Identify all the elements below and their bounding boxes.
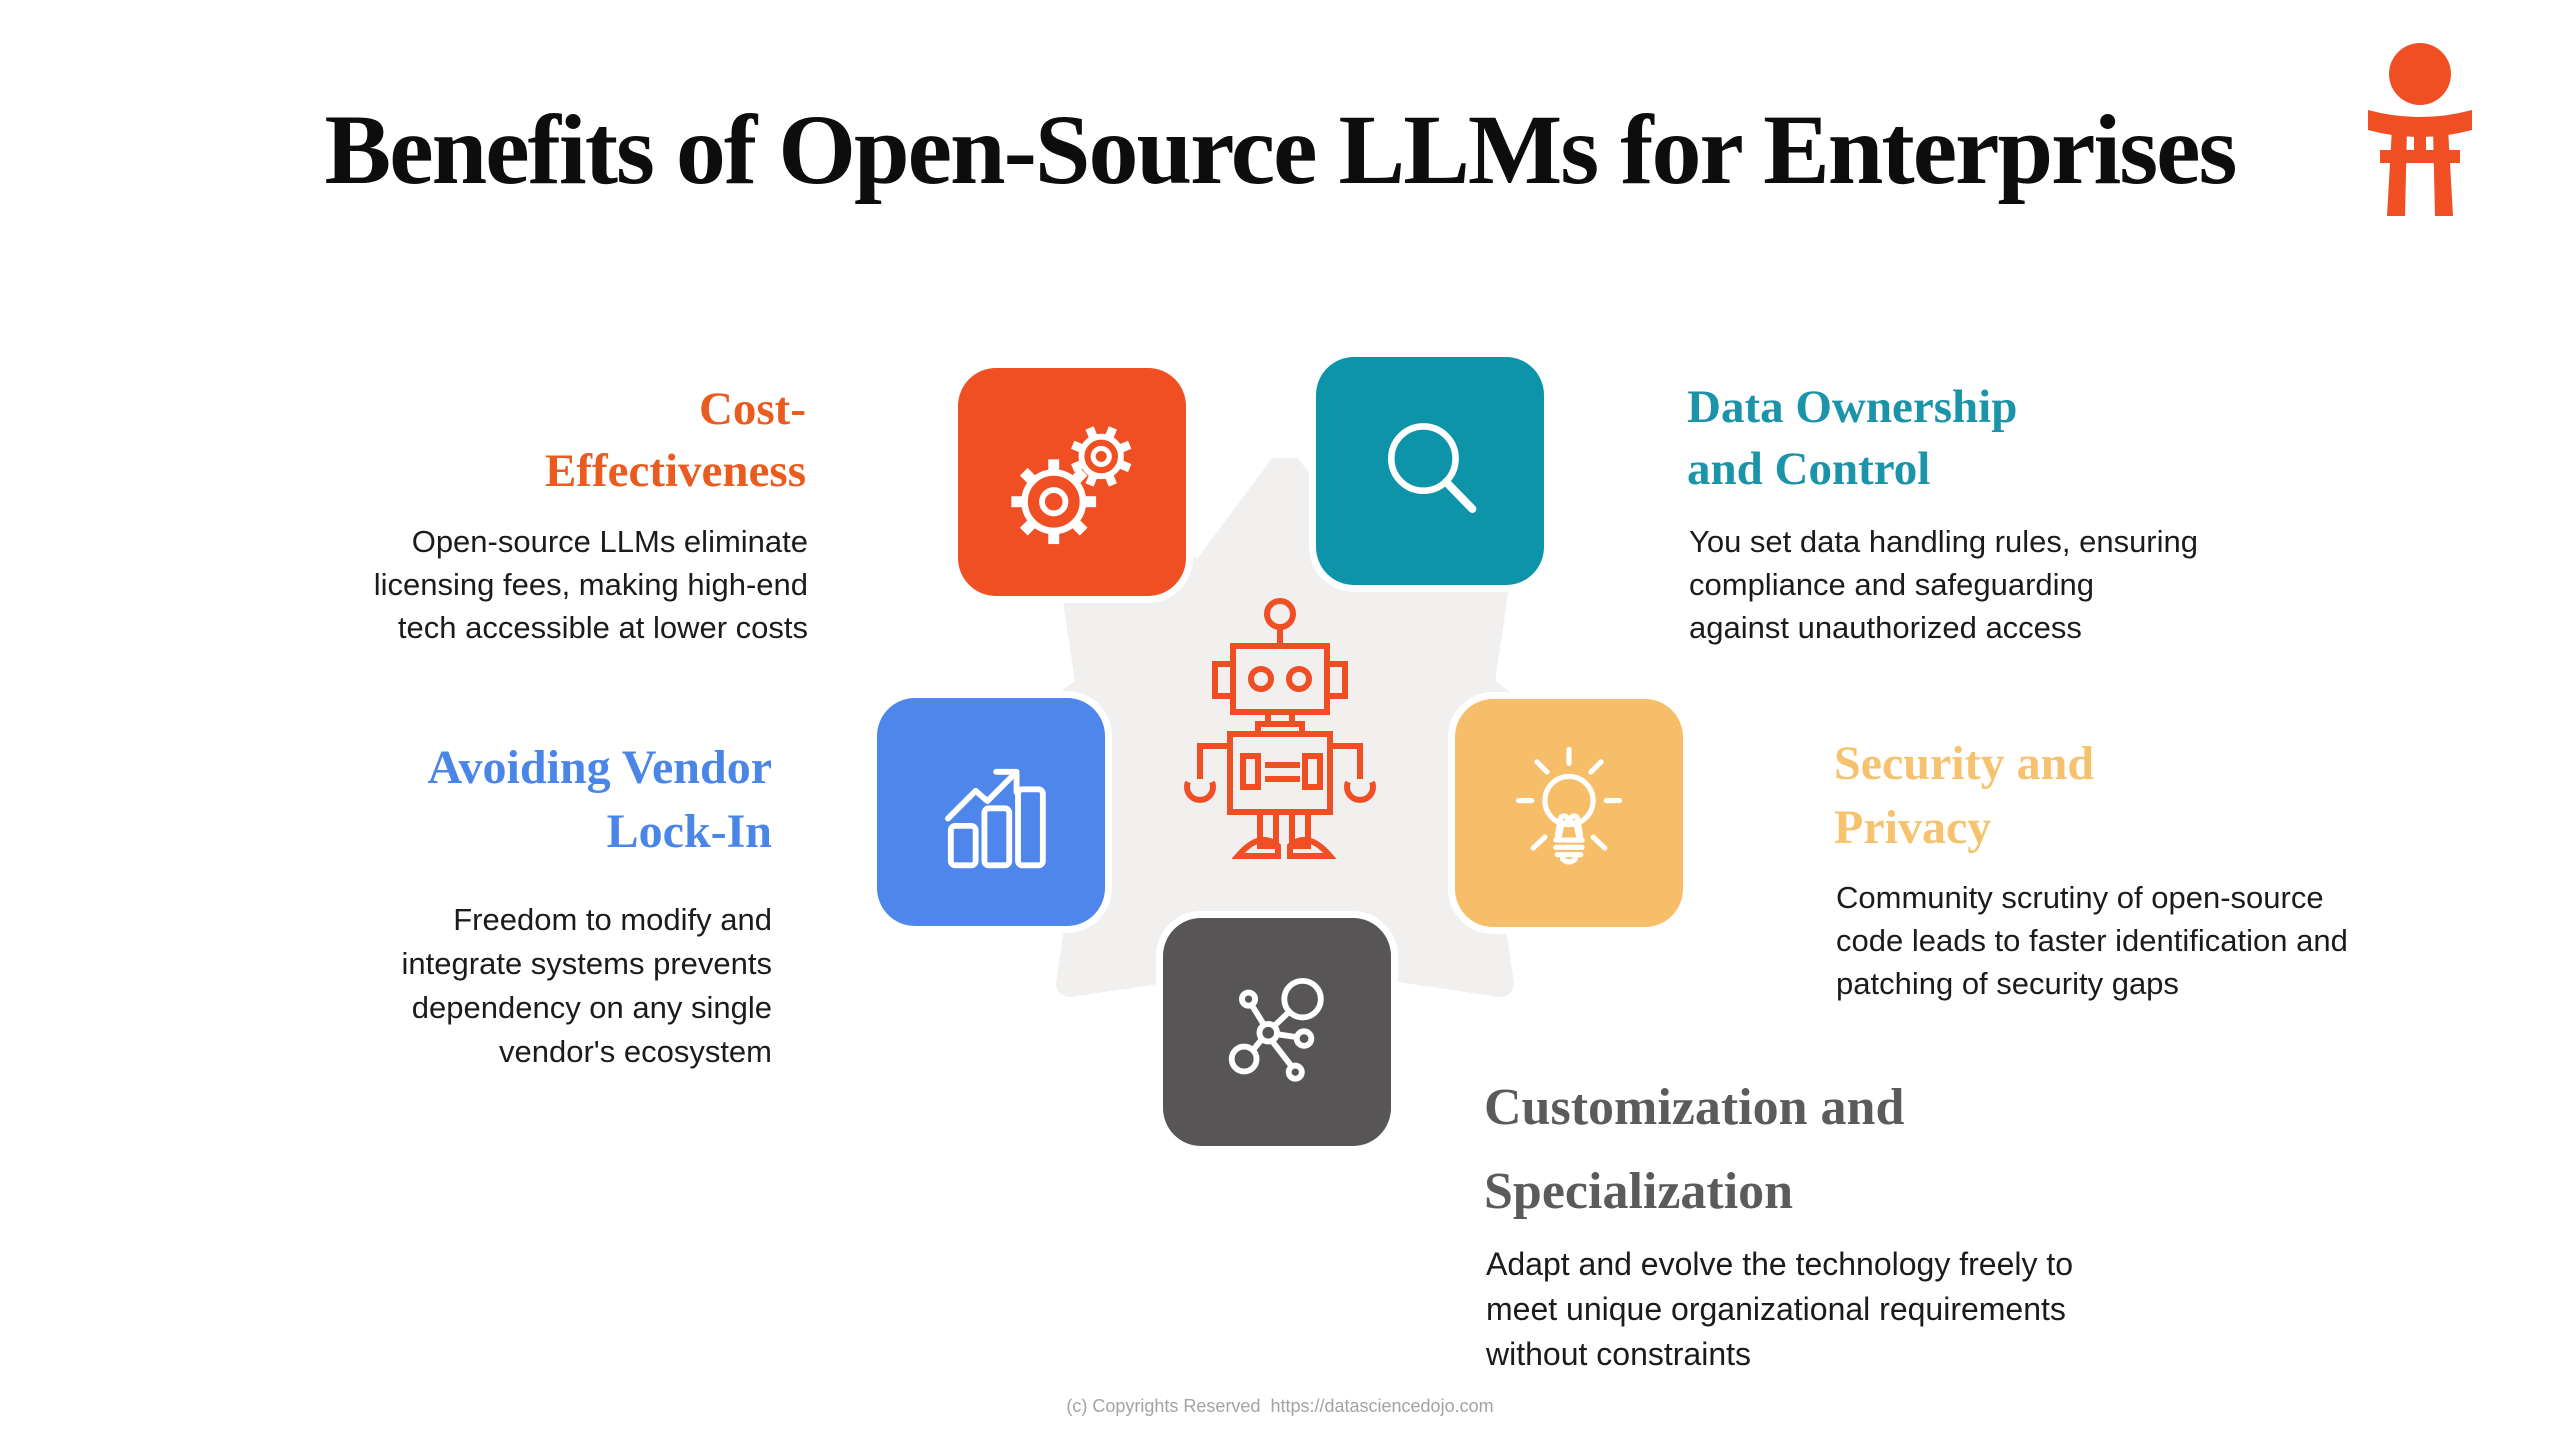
vendor-lockin-heading: Avoiding Vendor Lock-In [427, 741, 772, 858]
page-title: Benefits of Open-Source LLMs for Enterpr… [324, 94, 2238, 205]
customization-body: Adapt and evolve the technology freely t… [1486, 1246, 2074, 1372]
bar-chart-icon [944, 768, 1046, 869]
data-ownership-heading: Data Ownership and Control [1687, 381, 2018, 495]
vendor-lockin-tile [877, 698, 1105, 926]
data-ownership-tile [1316, 357, 1544, 585]
data-ownership-body: You set data handling rules, ensuring co… [1689, 524, 2199, 645]
robot-icon [1184, 598, 1376, 859]
customization-heading: Customization and Specialization [1484, 1079, 1905, 1220]
lightbulb-icon [1516, 746, 1622, 865]
cost-body: Open-source LLMs eliminate licensing fee… [373, 524, 808, 645]
magnifier-icon [1388, 423, 1477, 513]
copyright-text: (c) Copyrights Reserved https://datascie… [1066, 1396, 1494, 1416]
datasciencedojo-logo [2368, 43, 2472, 216]
security-body: Community scrutiny of open-source code l… [1836, 880, 2348, 1001]
security-tile [1455, 699, 1683, 927]
security-heading: Security and Privacy [1834, 737, 2095, 854]
gears-icon [1011, 426, 1132, 545]
customization-tile [1163, 918, 1391, 1146]
cost-tile [958, 368, 1186, 596]
vendor-lockin-body: Freedom to modify and integrate systems … [401, 902, 772, 1069]
cost-heading: Cost- Effectiveness [544, 383, 806, 497]
network-icon [1228, 977, 1324, 1082]
